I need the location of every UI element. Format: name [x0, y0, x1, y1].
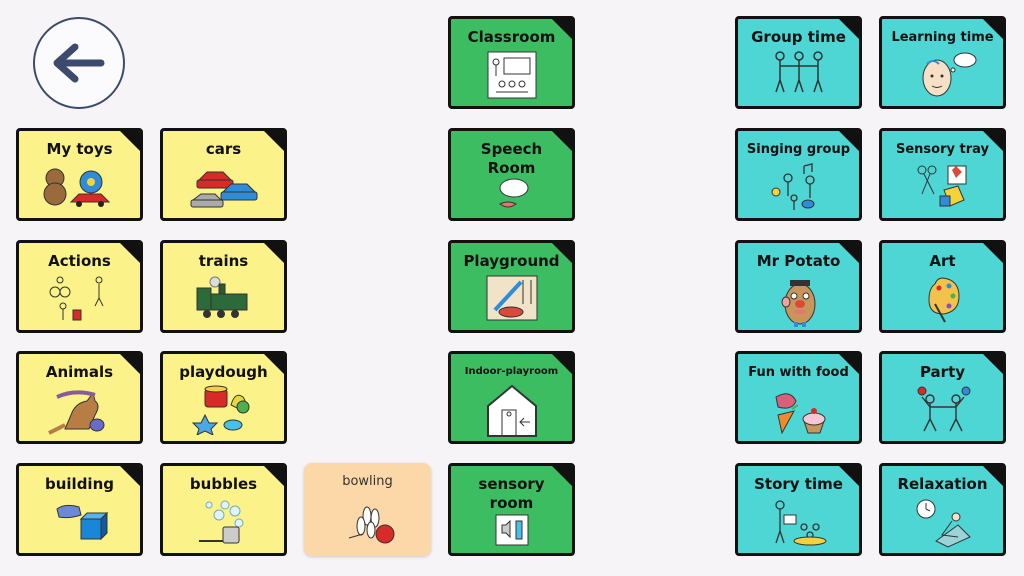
tile-label: Playground — [463, 252, 560, 270]
tile-label: Fun with food — [748, 365, 849, 380]
tile-label: Art — [929, 252, 956, 270]
tile-label: Indoor-playroom — [464, 366, 559, 377]
relaxation-icon — [916, 499, 971, 548]
tile-label: trains — [198, 252, 249, 270]
playground-icon — [486, 275, 537, 321]
back-button[interactable] — [33, 17, 125, 109]
tile-story-time[interactable]: Story time — [735, 463, 862, 556]
kangaroo-icon — [47, 390, 104, 435]
tile-classroom[interactable]: Classroom — [448, 16, 575, 109]
tile-animals[interactable]: Animals — [16, 351, 143, 444]
tile-label: Animals — [45, 363, 114, 381]
tile-sensory-tray[interactable]: Sensory tray — [879, 128, 1006, 221]
tile-label: sensory room — [478, 475, 545, 512]
arrow-left-icon — [53, 43, 105, 83]
tile-party[interactable]: Party — [879, 351, 1006, 444]
scissors-icon — [917, 165, 966, 207]
tile-singing-group[interactable]: Singing group — [735, 128, 862, 221]
bubbles-icon — [198, 500, 243, 544]
classroom-icon — [487, 51, 536, 99]
tile-playdough[interactable]: playdough — [160, 351, 287, 444]
tile-label: Speech Room — [480, 140, 543, 177]
tile-cars[interactable]: cars — [160, 128, 287, 221]
tile-label: Sensory tray — [896, 142, 989, 157]
mr-potato-icon — [781, 280, 815, 327]
tile-label: playdough — [179, 363, 268, 381]
tile-label: cars — [205, 140, 242, 158]
tile-my-toys[interactable]: My toys — [16, 128, 143, 221]
toys-icon — [43, 168, 110, 207]
tile-relaxation[interactable]: Relaxation — [879, 463, 1006, 556]
singing-icon — [771, 163, 815, 210]
tile-playground[interactable]: Playground — [448, 240, 575, 333]
tile-label: bubbles — [189, 475, 258, 493]
tile-actions[interactable]: Actions — [16, 240, 143, 333]
story-time-icon — [774, 500, 826, 546]
tile-label: building — [45, 475, 114, 493]
tile-label: Learning time — [891, 30, 994, 45]
train-icon — [196, 276, 247, 318]
party-icon — [917, 386, 970, 432]
speech-bubble-icon — [498, 178, 528, 208]
playdough-icon — [191, 385, 249, 435]
tile-label: bowling — [342, 474, 393, 489]
tile-learning-time[interactable]: Learning time — [879, 16, 1006, 109]
tile-label: My toys — [46, 140, 113, 158]
tile-bubbles[interactable]: bubbles — [160, 463, 287, 556]
tile-label: Classroom — [467, 28, 556, 46]
tile-label: Mr Potato — [756, 252, 841, 270]
blocks-icon — [55, 504, 108, 541]
palette-icon — [927, 277, 960, 323]
tile-bowling[interactable]: bowling — [304, 463, 431, 556]
tile-fun-with-food[interactable]: Fun with food — [735, 351, 862, 444]
tile-mr-potato[interactable]: Mr Potato — [735, 240, 862, 333]
tile-label: Relaxation — [897, 475, 988, 493]
tile-art[interactable]: Art — [879, 240, 1006, 333]
tile-label: Singing group — [746, 142, 851, 157]
house-icon — [486, 384, 537, 437]
tile-speech-room[interactable]: Speech Room — [448, 128, 575, 221]
tile-trains[interactable]: trains — [160, 240, 287, 333]
bowling-icon — [348, 506, 394, 544]
tile-label: Party — [919, 363, 966, 381]
group-icon — [774, 51, 823, 93]
tile-building[interactable]: building — [16, 463, 143, 556]
thinking-head-icon — [922, 52, 976, 97]
tile-label: Group time — [751, 28, 846, 46]
food-icon — [774, 393, 825, 435]
tile-label: Story time — [754, 475, 843, 493]
sensory-room-icon — [495, 514, 528, 546]
tile-group-time[interactable]: Group time — [735, 16, 862, 109]
cars-icon — [190, 171, 257, 208]
tile-label: Actions — [48, 252, 111, 270]
tile-indoor-playroom[interactable]: Indoor-playroom — [448, 351, 575, 444]
actions-icon — [49, 276, 103, 321]
tile-sensory-room[interactable]: sensory room — [448, 463, 575, 556]
